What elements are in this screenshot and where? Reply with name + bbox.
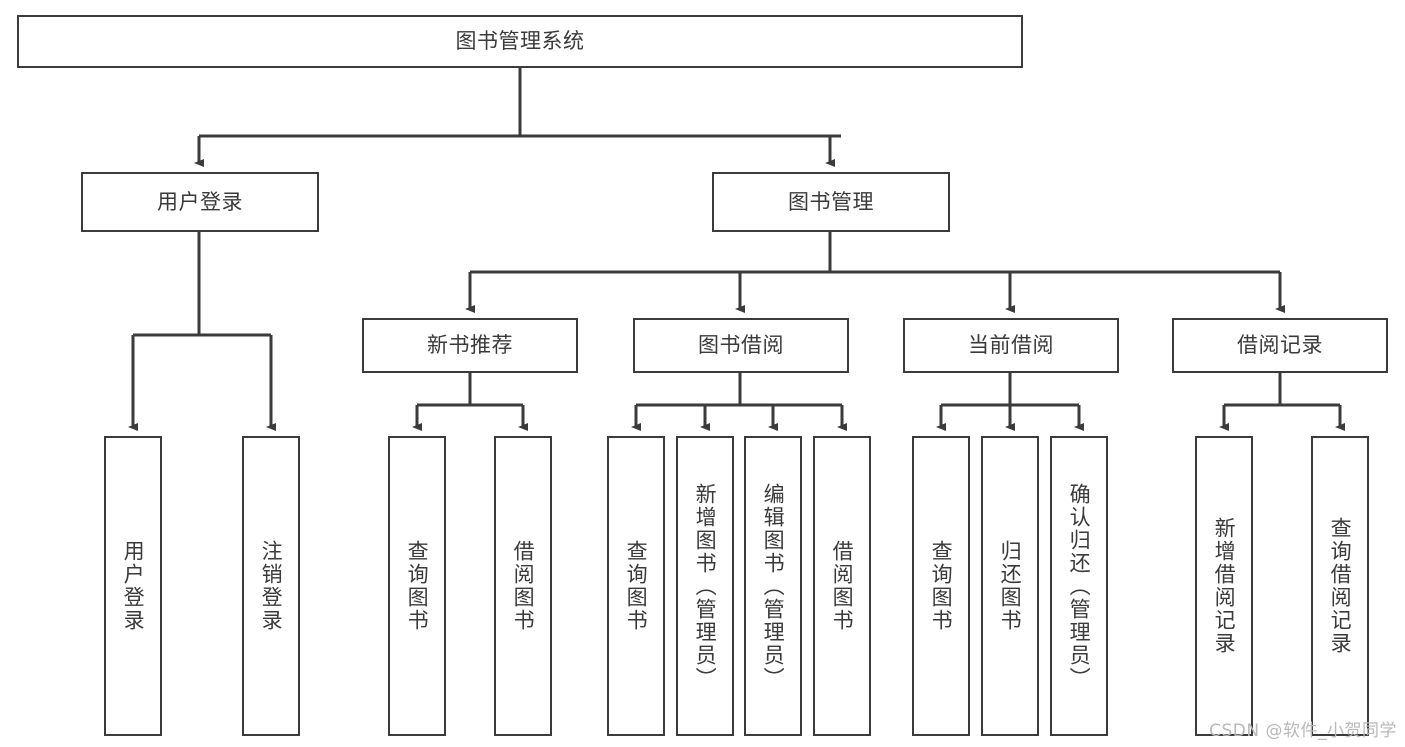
node-label: 新增借阅记录 xyxy=(1212,517,1237,655)
node-current-borrow[interactable]: 当前借阅 xyxy=(903,318,1119,373)
node-label: 编辑图书（管理员） xyxy=(761,482,786,690)
node-label: 图书管理系统 xyxy=(455,29,585,54)
leaf-book-borrow-query-book[interactable]: 查询图书 xyxy=(607,436,665,736)
node-label: 用户登录 xyxy=(157,189,243,214)
leaf-new-book-borrow-book[interactable]: 借阅图书 xyxy=(494,436,552,736)
node-book-management[interactable]: 图书管理 xyxy=(712,172,950,232)
node-label: 查询图书 xyxy=(929,540,954,632)
leaf-borrow-record-add-record[interactable]: 新增借阅记录 xyxy=(1195,436,1253,736)
node-user-login[interactable]: 用户登录 xyxy=(81,172,319,232)
leaf-book-borrow-edit-book-admin[interactable]: 编辑图书（管理员） xyxy=(744,436,802,736)
leaf-current-borrow-query-book[interactable]: 查询图书 xyxy=(912,436,970,736)
node-label: 图书借阅 xyxy=(698,333,784,358)
node-label: 查询图书 xyxy=(405,540,430,632)
leaf-new-book-query-book[interactable]: 查询图书 xyxy=(388,436,446,736)
node-label: 注销登录 xyxy=(259,540,284,632)
node-label: 新增图书（管理员） xyxy=(693,482,718,690)
node-label: 借阅图书 xyxy=(830,540,855,632)
node-label: 查询图书 xyxy=(624,540,649,632)
node-label: 图书管理 xyxy=(788,189,874,214)
node-label: 用户登录 xyxy=(121,540,146,632)
node-label: 借阅图书 xyxy=(511,540,536,632)
node-label: 新书推荐 xyxy=(427,333,513,358)
leaf-user-login-login[interactable]: 用户登录 xyxy=(104,436,162,736)
node-borrow-record[interactable]: 借阅记录 xyxy=(1172,318,1388,373)
leaf-borrow-record-query-record[interactable]: 查询借阅记录 xyxy=(1311,436,1369,736)
node-label: 当前借阅 xyxy=(968,333,1054,358)
node-label: 归还图书 xyxy=(998,540,1023,632)
node-label: 确认归还（管理员） xyxy=(1067,482,1092,690)
leaf-user-login-logout[interactable]: 注销登录 xyxy=(242,436,300,736)
leaf-current-borrow-confirm-return-admin[interactable]: 确认归还（管理员） xyxy=(1050,436,1108,736)
node-label: 借阅记录 xyxy=(1237,333,1323,358)
leaf-book-borrow-borrow-book[interactable]: 借阅图书 xyxy=(813,436,871,736)
leaf-current-borrow-return-book[interactable]: 归还图书 xyxy=(981,436,1039,736)
node-new-book-recommend[interactable]: 新书推荐 xyxy=(362,318,578,373)
node-label: 查询借阅记录 xyxy=(1328,517,1353,655)
node-root-book-management-system[interactable]: 图书管理系统 xyxy=(17,15,1023,68)
leaf-book-borrow-add-book-admin[interactable]: 新增图书（管理员） xyxy=(676,436,734,736)
node-book-borrow[interactable]: 图书借阅 xyxy=(633,318,849,373)
